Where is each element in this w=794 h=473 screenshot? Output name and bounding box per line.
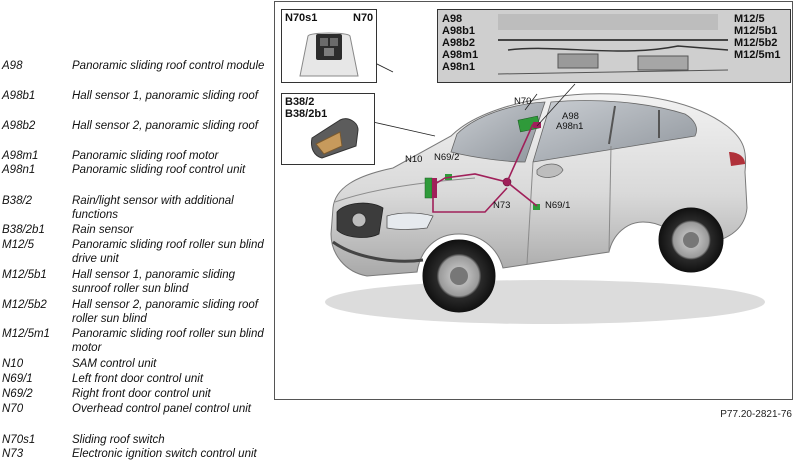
sensor-callout: B38/2 B38/2b1	[281, 93, 375, 165]
callout-label-m12-5b1: M12/5b1	[734, 25, 778, 37]
tag-n73: N73	[493, 200, 511, 211]
tag-a98: A98	[562, 111, 579, 122]
legend-code: A98n1	[2, 164, 36, 176]
roof-module-callout: A98 A98b1 A98b2 A98m1 A98n1 M12/5 M12/5b…	[437, 9, 791, 83]
figure-caption: P77.20-2821-76	[720, 409, 792, 420]
callout-label-m12-5: M12/5	[734, 13, 765, 25]
callout-label-b38-2: B38/2	[285, 96, 315, 108]
vehicle-diagram: N70s1 N70 A98 A98b1 A98b2 A98m1 A98n1 M1…	[274, 1, 793, 400]
legend-description: Right front door control unit	[72, 388, 211, 400]
legend-description: Left front door control unit	[72, 373, 204, 385]
legend-description: Panoramic sliding roof roller sun blind …	[72, 328, 264, 354]
callout-label-m12-5m1: M12/5m1	[734, 49, 781, 61]
legend-description: Panoramic sliding roof motor	[72, 150, 219, 162]
legend-code: N10	[2, 358, 24, 370]
legend-description: Rain/light sensor with additional functi…	[72, 195, 234, 221]
tag-n69-1: N69/1	[545, 200, 571, 211]
callout-label-a98n1: A98n1	[442, 61, 476, 73]
vehicle-illustration	[325, 41, 765, 324]
legend-description: Electronic ignition switch control unit	[72, 448, 257, 460]
callout-label-n70s1: N70s1	[285, 12, 318, 24]
callout-label-m12-5b2: M12/5b2	[734, 37, 778, 49]
legend-description: Hall sensor 2, panoramic sliding roof ro…	[72, 299, 259, 325]
tag-n10: N10	[405, 154, 423, 165]
callout-label-a98b1: A98b1	[442, 25, 476, 37]
tag-a98n1: A98n1	[556, 121, 584, 132]
legend-description: Hall sensor 2, panoramic sliding roof	[72, 120, 259, 132]
legend-code: N70	[2, 403, 24, 415]
legend-code: M12/5	[2, 239, 34, 251]
tag-n69-2: N69/2	[434, 152, 460, 163]
legend-description: Sliding roof switch	[72, 434, 165, 446]
legend-description: Hall sensor 1, panoramic sliding roof	[72, 90, 259, 102]
legend-description: Panoramic sliding roof control unit	[72, 164, 246, 176]
tag-n70: N70	[514, 96, 532, 107]
legend-description: SAM control unit	[72, 358, 157, 370]
legend-code: N69/2	[2, 388, 33, 400]
legend-code: A98b2	[2, 120, 36, 132]
legend-code: M12/5b1	[2, 269, 47, 281]
legend-code: A98b1	[2, 90, 36, 102]
rain-light-sensor-image	[311, 118, 359, 159]
legend-code: N70s1	[2, 434, 36, 446]
legend-code: A98m1	[2, 150, 39, 162]
callout-label-b38-2b1: B38/2b1	[285, 108, 328, 120]
sliding-roof-switch-image	[299, 32, 359, 77]
legend-code: A98	[2, 60, 23, 72]
legend-code: B38/2b1	[2, 224, 45, 236]
legend-description: Panoramic sliding roof control module	[72, 60, 265, 72]
legend-description: Panoramic sliding roof roller sun blind …	[72, 239, 264, 265]
callout-label-a98b2: A98b2	[442, 37, 476, 49]
switch-callout: N70s1 N70	[281, 9, 377, 83]
legend-code: N73	[2, 448, 24, 460]
legend-description: Hall sensor 1, panoramic sliding sunroof…	[72, 269, 235, 295]
legend-description: Rain sensor	[72, 224, 134, 236]
legend-code: M12/5m1	[2, 328, 50, 340]
callout-label-a98m1: A98m1	[442, 49, 479, 61]
callout-label-n70: N70	[353, 12, 374, 24]
legend-code: M12/5b2	[2, 299, 47, 311]
roof-module-image	[438, 10, 790, 82]
legend-code: N69/1	[2, 373, 33, 385]
legend-description: Overhead control panel control unit	[72, 403, 251, 415]
legend-code: B38/2	[2, 195, 33, 207]
callout-label-a98: A98	[442, 13, 463, 25]
